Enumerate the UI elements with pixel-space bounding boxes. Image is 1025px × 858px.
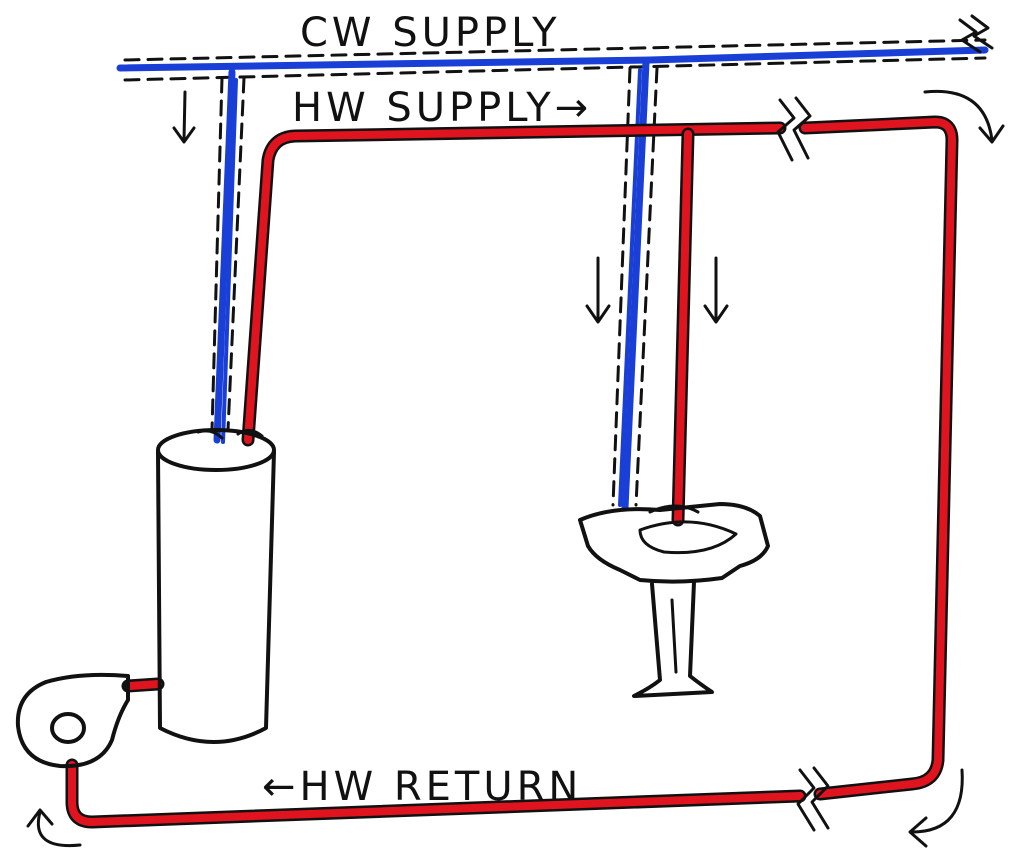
pedestal-sink-icon: [578, 502, 770, 698]
hw-supply-label: HW SUPPLY→: [292, 85, 592, 131]
cw-supply-label: CW SUPPLY: [300, 10, 561, 56]
flow-arrow-icon: [26, 808, 82, 848]
pump-to-heater-pipe: [121, 677, 165, 693]
cw-supply-main: [116, 38, 989, 82]
circulator-pump-icon: [15, 672, 130, 769]
hw-supply-continuation: [798, 115, 959, 801]
pipe-break-icon: [796, 766, 830, 832]
hw-branch-to-sink: [671, 127, 695, 527]
flow-arrow-icon: [172, 90, 196, 144]
pipe-break-icon: [776, 96, 812, 162]
pipe-break-icon: [958, 14, 994, 54]
hw-supply-pipe: [241, 121, 787, 447]
hw-return-pipe: [65, 758, 807, 829]
cw-branch-to-heater: [210, 68, 246, 444]
water-heater-icon: [156, 428, 276, 744]
flow-arrow-icon: [923, 89, 1005, 144]
flow-arrow-icon: [703, 256, 729, 324]
flow-arrow-icon: [585, 256, 611, 324]
flow-arrow-icon: [908, 768, 964, 848]
